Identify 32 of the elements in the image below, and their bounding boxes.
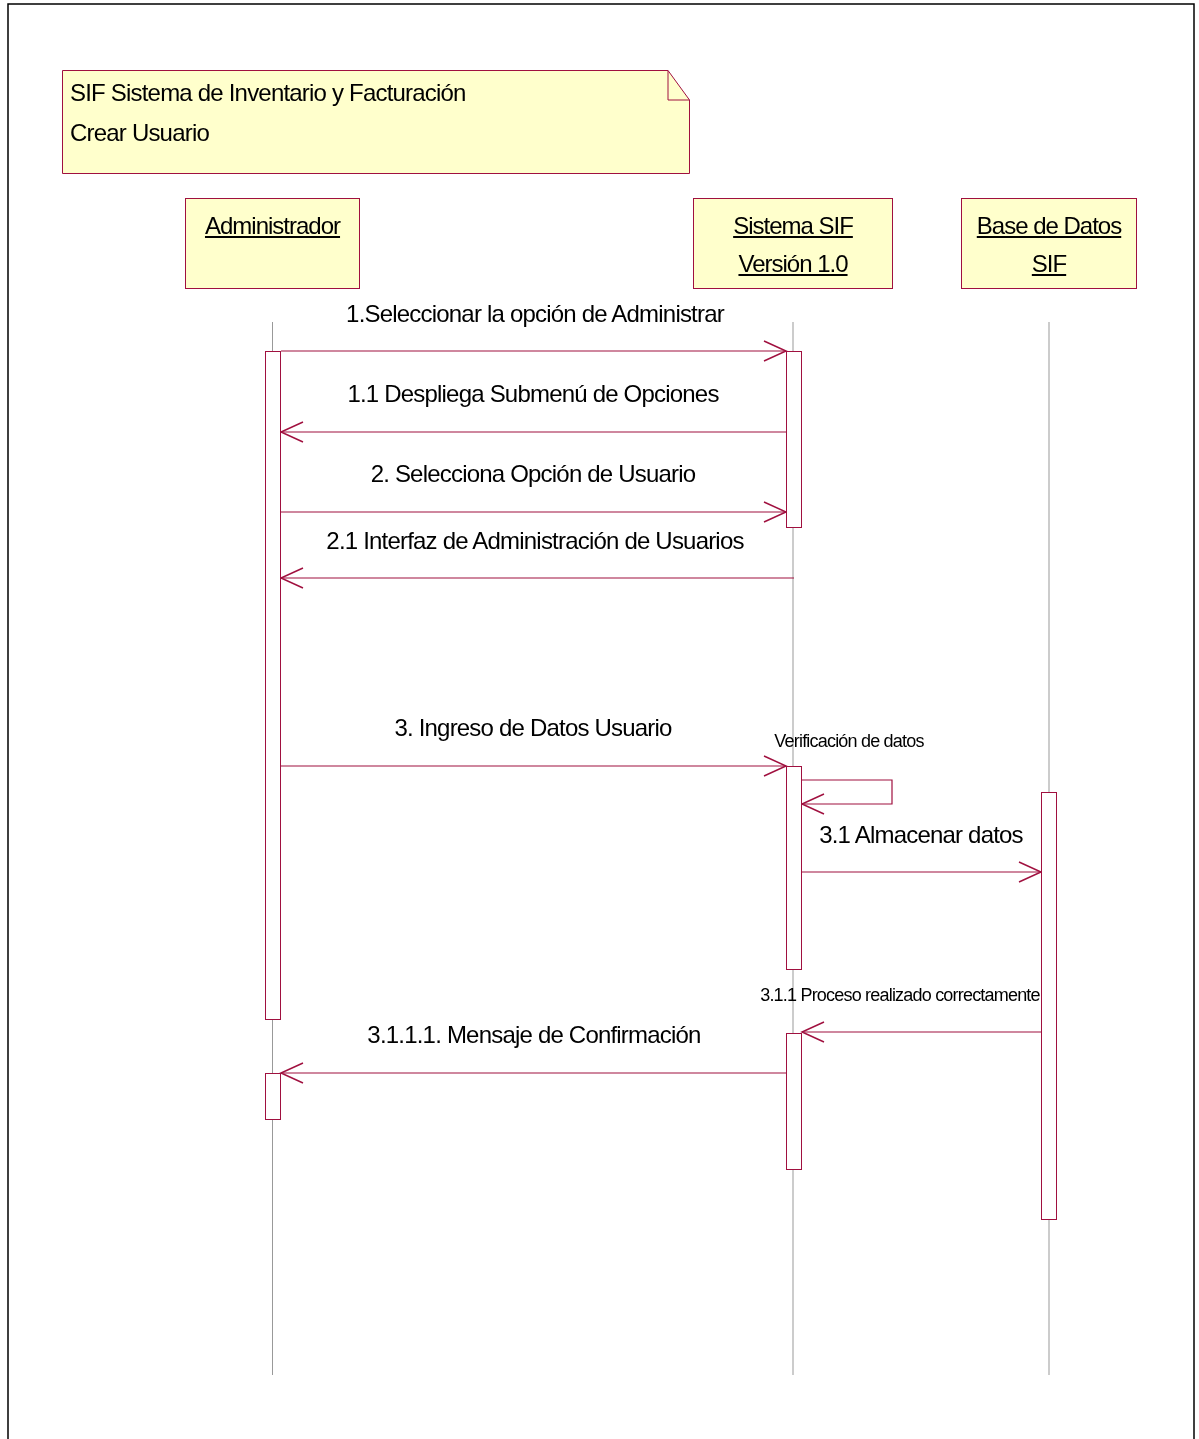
message-label: 3.1 Almacenar datos xyxy=(819,821,1023,849)
message-arrow xyxy=(280,501,787,523)
lifeline-header xyxy=(693,198,893,289)
actor-name: Administrador xyxy=(203,211,342,241)
message-arrow xyxy=(280,567,795,589)
message-label: 1.Seleccionar la opción de Administrar xyxy=(346,300,724,328)
message-label: 1.1 Despliega Submenú de Opciones xyxy=(347,380,719,408)
message-label: 3. Ingreso de Datos Usuario xyxy=(394,714,672,742)
lifeline-header xyxy=(961,198,1137,289)
note-text: Crear Usuario xyxy=(70,118,209,148)
message-arrow xyxy=(280,421,787,443)
message-arrow xyxy=(280,340,787,362)
activation-bar xyxy=(265,351,281,1020)
lifeline-header xyxy=(185,198,360,289)
message-label: 2.1 Interfaz de Administración de Usuarios xyxy=(326,527,744,555)
message-arrow xyxy=(280,755,787,777)
activation-bar xyxy=(786,766,802,970)
actor-name: Base de Datos SIF xyxy=(976,211,1122,279)
message-arrow xyxy=(801,779,893,815)
activation-bar xyxy=(1041,792,1057,1220)
activation-bar xyxy=(786,1033,802,1170)
activation-bar xyxy=(786,351,802,528)
message-arrow xyxy=(801,1021,1042,1043)
message-arrow xyxy=(280,1062,787,1084)
message-label: 2. Selecciona Opción de Usuario xyxy=(370,460,696,488)
note-title: SIF Sistema de Inventario y Facturación xyxy=(70,78,466,108)
activation-bar xyxy=(265,1073,281,1120)
message-label: 3.1.1.1. Mensaje de Confirmación xyxy=(367,1021,701,1049)
actor-name: Sistema SIF Versión 1.0 xyxy=(732,211,854,279)
message-label: 3.1.1 Proceso realizado correctamente xyxy=(760,984,1040,1006)
message-arrow xyxy=(801,861,1042,883)
message-label: Verificación de datos xyxy=(774,730,924,752)
